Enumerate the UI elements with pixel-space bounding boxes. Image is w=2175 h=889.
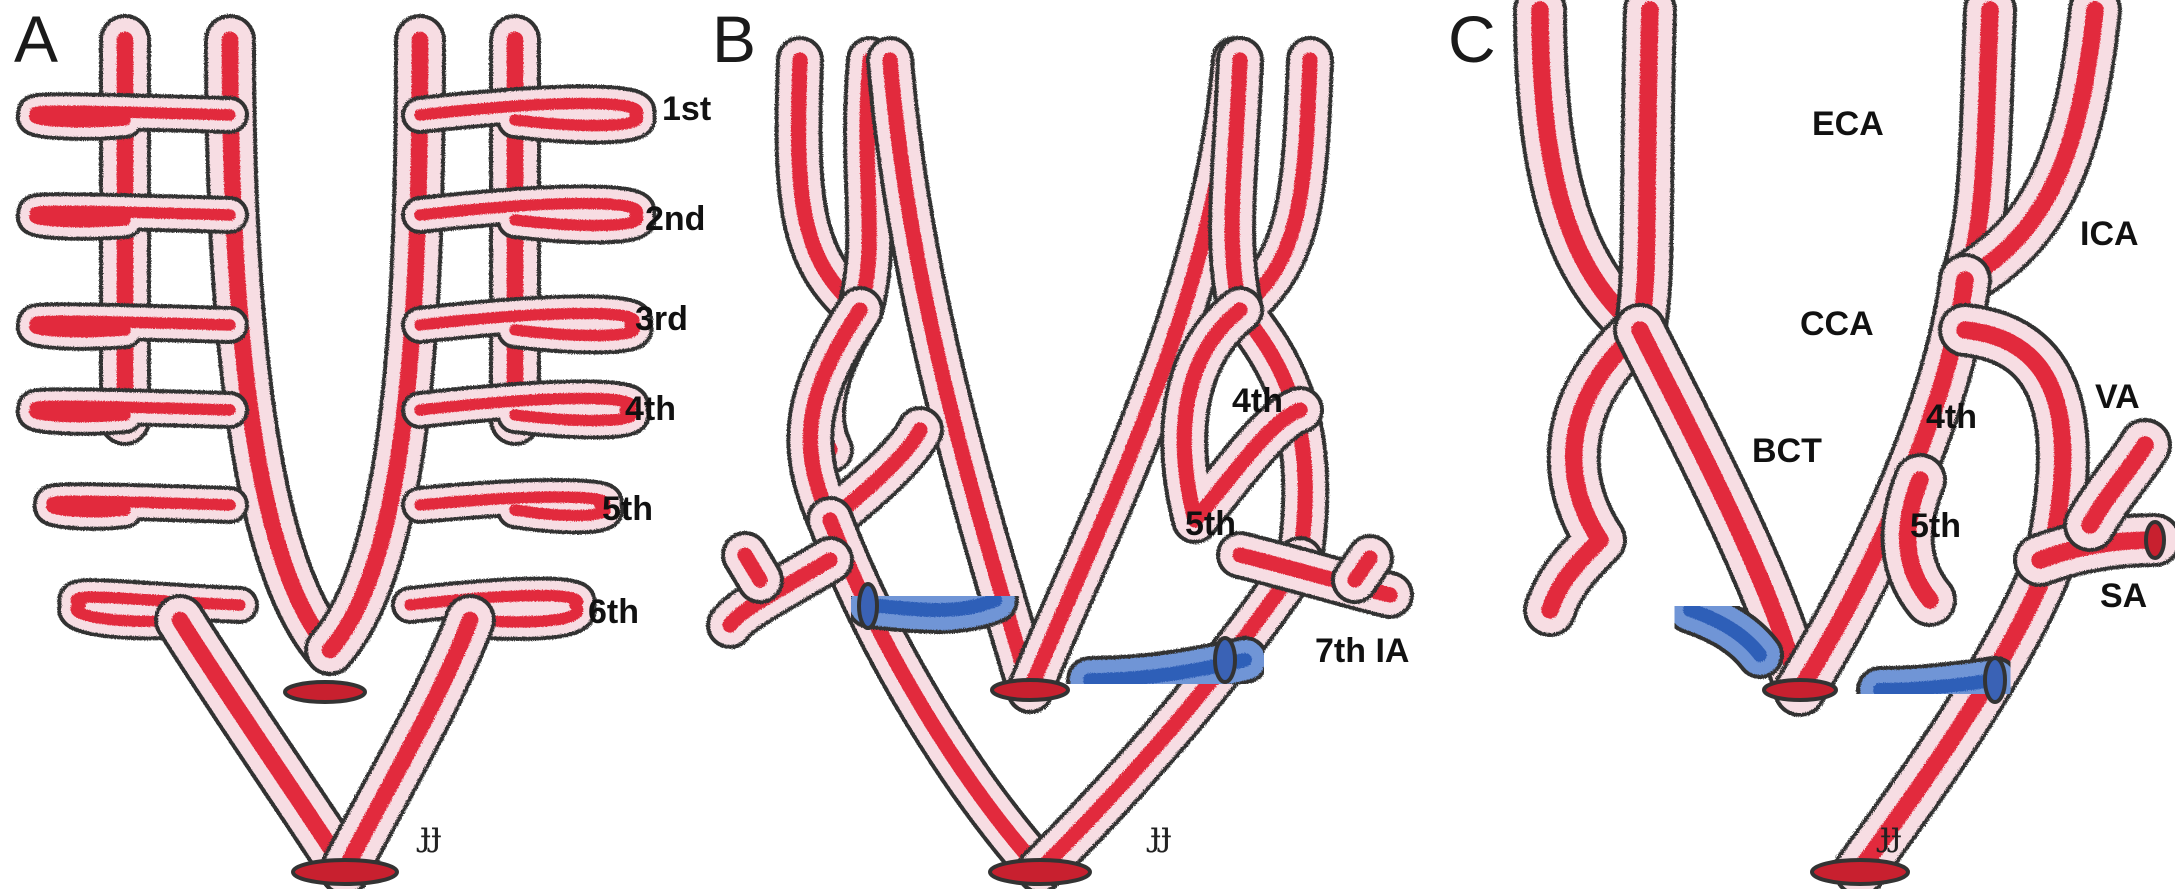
artery-core xyxy=(29,400,236,423)
artery-core xyxy=(1631,1,1659,339)
artery-core xyxy=(1631,321,1809,699)
artery-core xyxy=(1898,471,1939,609)
panel-a-signature: ɟɟ xyxy=(416,814,442,854)
artery-core xyxy=(29,315,236,338)
panel-c-label-sa: SA xyxy=(2100,577,2147,615)
panel-c-vein-end xyxy=(1983,656,2007,704)
panel-c-lower-lumen xyxy=(1810,858,1910,886)
panel-a: A xyxy=(14,2,711,889)
panel-c-sa-lumen xyxy=(2144,520,2166,560)
panel-a-label-6th: 6th xyxy=(588,593,639,631)
artery-core xyxy=(852,52,878,318)
artery-core xyxy=(1347,550,1378,588)
panel-b: B xyxy=(706,2,1414,889)
panel-b-letter: B xyxy=(712,2,756,76)
artery-core xyxy=(1224,52,1248,318)
artery-core xyxy=(1176,302,1308,528)
panel-c-label-va: VA xyxy=(2095,378,2140,416)
panel-c-label-eca: ECA xyxy=(1812,105,1884,143)
panel-a-label-3rd: 3rd xyxy=(635,300,688,338)
artery-core xyxy=(1032,552,1308,878)
panel-a-upper-lumen xyxy=(283,680,367,704)
artery-core xyxy=(414,392,638,427)
artery-core xyxy=(70,591,246,628)
artery-core xyxy=(221,31,339,659)
artery-core xyxy=(171,611,354,879)
panel-c-upper-lumen xyxy=(1762,678,1838,702)
panel-b-vessels xyxy=(706,36,1414,889)
panel-a-letter: A xyxy=(14,2,58,76)
vein-core xyxy=(863,593,1002,617)
panel-c-label-5th: 5th xyxy=(1910,507,1961,545)
artery-core xyxy=(1541,321,1649,619)
artery-core xyxy=(29,205,236,228)
artery-core xyxy=(414,307,641,342)
artery-core xyxy=(29,105,236,128)
panel-b-label-5th: 5th xyxy=(1185,505,1236,543)
panel-b-signature: ɟɟ xyxy=(1146,814,1172,854)
artery-core xyxy=(737,547,768,588)
panel-b-upper-lumen xyxy=(990,678,1070,702)
artery-core xyxy=(336,611,479,879)
panel-a-label-1st: 1st xyxy=(662,90,711,128)
panel-a-lower-lumen xyxy=(291,858,399,886)
artery-core xyxy=(822,512,1048,878)
panel-a-label-2nd: 2nd xyxy=(645,200,705,238)
panel-b-label-4th: 4th xyxy=(1232,382,1283,420)
panel-c-label-cca: CCA xyxy=(1800,305,1874,343)
panel-a-label-5th: 5th xyxy=(602,490,653,528)
panel-c: C ECA ICA xyxy=(1448,0,2175,889)
artery-core xyxy=(1956,1,2104,289)
panel-c-label-bct: BCT xyxy=(1752,432,1822,470)
panel-b-label-7th-ia: 7th IA xyxy=(1315,632,1409,670)
panel-a-label-4th: 4th xyxy=(625,390,676,428)
panel-c-letter: C xyxy=(1448,2,1496,76)
panel-c-vessels xyxy=(1513,0,2175,889)
panel-c-label-ica: ICA xyxy=(2080,215,2139,253)
artery-core xyxy=(2081,436,2154,534)
panel-b-left-vein-end xyxy=(857,582,879,630)
artery-core xyxy=(46,495,236,518)
panel-b-lower-lumen xyxy=(988,858,1092,886)
artery-core xyxy=(414,491,611,522)
artery-core xyxy=(414,97,644,132)
panel-a-vessels xyxy=(15,14,657,889)
panel-b-right-vein-end xyxy=(1213,636,1237,684)
panel-c-label-4th: 4th xyxy=(1926,398,1977,436)
artery-core xyxy=(404,589,584,628)
vein-core xyxy=(1683,603,1767,662)
panel-c-signature: ɟɟ xyxy=(1876,814,1902,854)
artery-core xyxy=(414,197,644,232)
